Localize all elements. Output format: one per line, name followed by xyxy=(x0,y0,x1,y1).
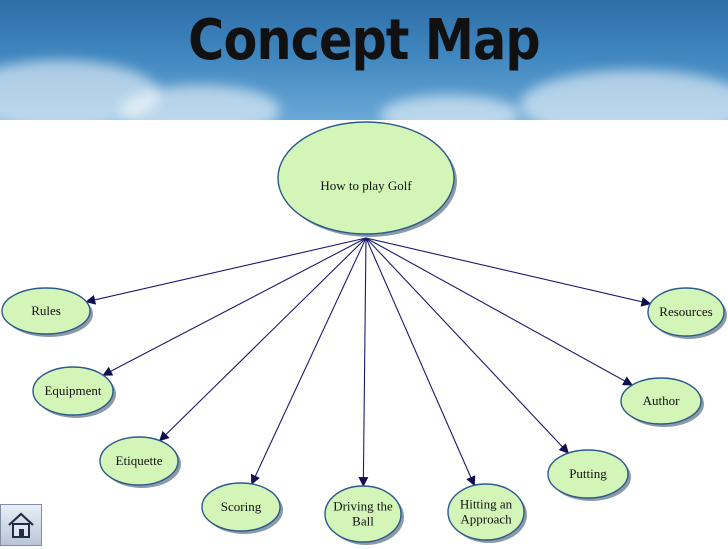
header-banner: Concept Map xyxy=(0,0,728,120)
node-author: Author xyxy=(620,377,704,427)
home-button[interactable] xyxy=(0,504,42,546)
node-scoring-shape xyxy=(201,482,281,532)
home-icon xyxy=(8,512,34,538)
node-driving-label-line: Ball xyxy=(352,514,374,529)
node-author-label: Author xyxy=(643,393,681,408)
node-center-shape xyxy=(277,121,455,235)
node-approach-label-line: Approach xyxy=(460,512,512,527)
node-resources-shape xyxy=(647,287,725,337)
node-resources-label: Resources xyxy=(659,304,712,319)
edge-to-driving xyxy=(358,237,369,487)
edge-to-scoring xyxy=(250,237,367,485)
node-scoring-label: Scoring xyxy=(221,499,262,514)
node-driving-shape xyxy=(324,485,402,543)
node-putting: Putting xyxy=(547,449,631,501)
node-author-shape xyxy=(620,377,702,425)
node-equipment-shape xyxy=(32,366,114,416)
node-author-label-line: Author xyxy=(643,393,681,408)
edge-to-rules xyxy=(85,237,367,305)
node-scoring-label-line: Scoring xyxy=(221,499,262,514)
node-etiquette: Etiquette xyxy=(99,436,181,488)
edge-to-putting xyxy=(365,237,570,454)
page-title: Concept Map xyxy=(188,8,541,73)
node-center-label: How to play Golf xyxy=(320,178,412,193)
node-rules-label-line: Rules xyxy=(31,303,61,318)
node-approach-label-line: Hitting an xyxy=(460,497,513,512)
node-etiquette-label: Etiquette xyxy=(116,453,163,468)
node-equipment-label-line: Equipment xyxy=(44,383,101,398)
edge-to-equipment xyxy=(102,237,367,376)
edge-to-resources xyxy=(365,237,652,307)
edges-group xyxy=(85,237,652,487)
node-resources: Resources xyxy=(647,287,727,339)
node-resources-label-line: Resources xyxy=(659,304,712,319)
node-putting-shape xyxy=(547,449,629,499)
node-rules-shape xyxy=(1,287,91,335)
edge-to-etiquette xyxy=(158,237,367,442)
node-putting-label-line: Putting xyxy=(569,466,607,481)
node-driving-label-line: Driving the xyxy=(333,499,393,514)
node-etiquette-label-line: Etiquette xyxy=(116,453,163,468)
node-rules-label: Rules xyxy=(31,303,61,318)
node-equipment: Equipment xyxy=(32,366,116,418)
node-equipment-label: Equipment xyxy=(44,383,101,398)
node-center: How to play Golf xyxy=(277,121,457,237)
node-etiquette-shape xyxy=(99,436,179,486)
node-approach-shape xyxy=(447,483,525,541)
node-rules: Rules xyxy=(1,287,93,337)
node-scoring: Scoring xyxy=(201,482,283,534)
edge-to-author xyxy=(365,237,634,386)
nodes-group: How to play GolfRulesEquipmentEtiquetteS… xyxy=(1,121,727,545)
node-putting-label: Putting xyxy=(569,466,607,481)
edge-to-approach xyxy=(365,237,476,487)
